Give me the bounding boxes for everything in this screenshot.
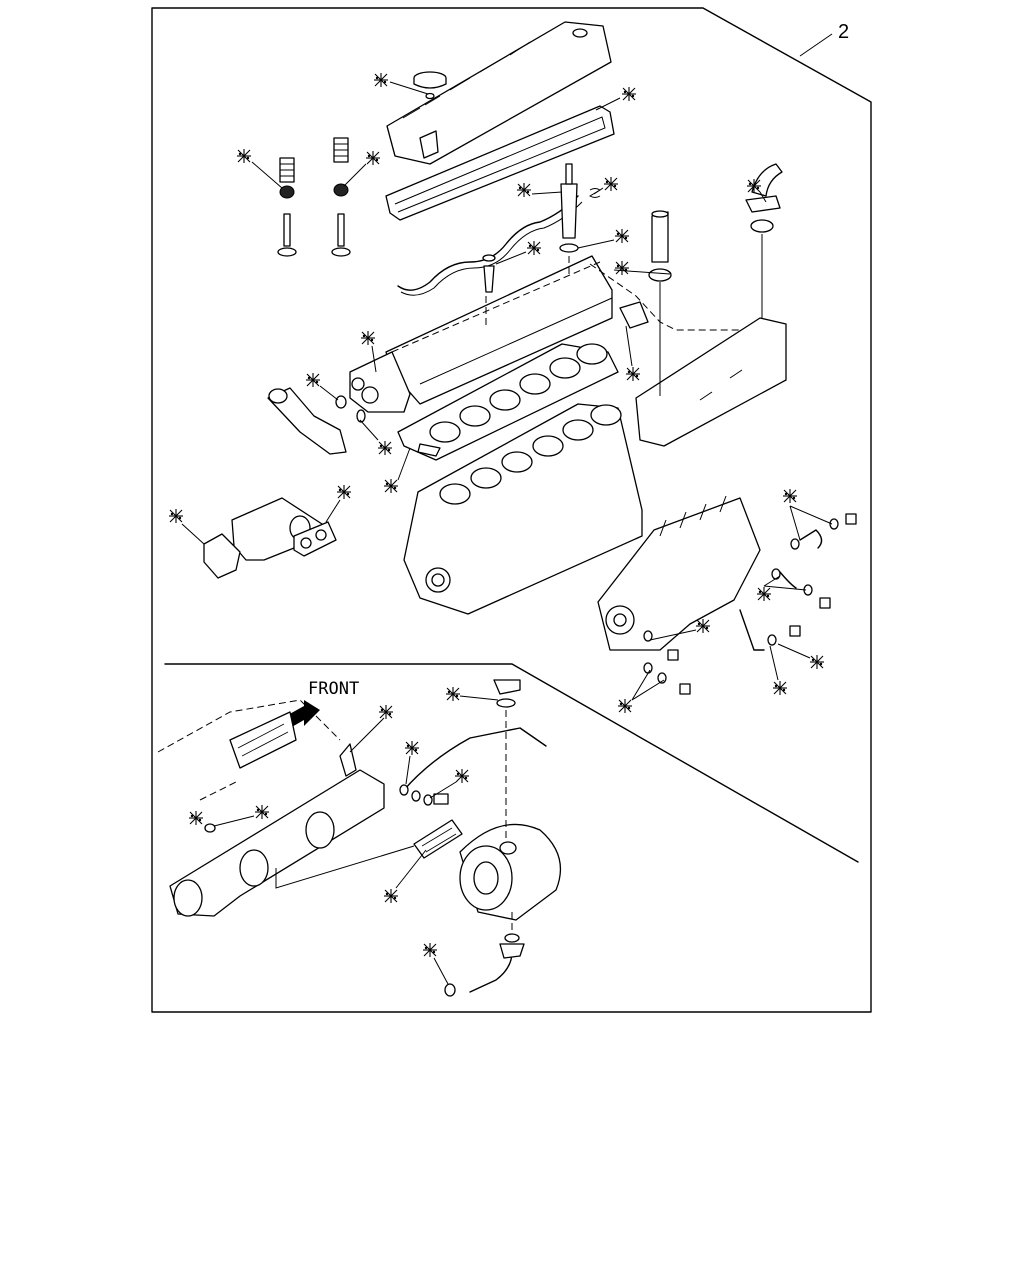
valve-seal-right: [331, 137, 351, 257]
rocker-cover-gasket: [385, 105, 615, 221]
inset-divider: [164, 663, 859, 863]
rocker-cover: [386, 21, 612, 165]
injector-small: [482, 254, 496, 293]
oil-feed-washer-2: [411, 790, 421, 802]
exhaust-manifold: [169, 769, 385, 917]
breather-hose: [745, 163, 783, 213]
fuel-pipe-mid: [771, 568, 831, 609]
water-pump-gasket: [203, 533, 241, 579]
marker-leaders: [181, 81, 833, 985]
front-label: FRONT: [308, 679, 359, 699]
oil-return-pipe: [469, 912, 525, 993]
oil-feed-bolt: [433, 793, 449, 805]
turbo-gasket: [413, 819, 463, 859]
manifold-gasket: [619, 301, 649, 329]
breather-gasket: [750, 219, 774, 233]
fuel-injector: [559, 163, 579, 253]
water-inlet-gasket: [293, 521, 337, 557]
fuel-pipe-upper: [790, 513, 857, 550]
intake-manifold: [635, 317, 787, 447]
oil-return-oring: [444, 983, 456, 997]
oil-feed-washer: [399, 784, 409, 796]
front-arrow: [286, 700, 320, 728]
cylinder-block: [403, 403, 643, 615]
oil-filler-cap: [413, 71, 447, 100]
pump-bolts: [643, 630, 691, 695]
oil-feed-pipe: [403, 679, 547, 842]
valve-seal-left: [277, 157, 297, 257]
diagram-frame: [151, 7, 872, 1013]
turbocharger: [459, 823, 562, 921]
exhaust-flange-gasket: [229, 711, 297, 769]
injection-pump: [597, 495, 761, 651]
intake-pipe: [651, 210, 669, 263]
fuel-pipe-lower: [739, 609, 801, 651]
cylinder-head-gasket: [397, 343, 619, 461]
thermostat-gasket: [335, 395, 347, 409]
item-number-leader: [799, 33, 833, 57]
water-outlet-pipe: [267, 387, 347, 455]
water-outlet-oring: [356, 409, 366, 423]
item-number: 2: [838, 21, 849, 43]
oil-feed-washer-3: [423, 794, 433, 806]
intake-pipe-gasket: [648, 268, 672, 282]
thermostat-housing: [349, 351, 411, 413]
plug-washer: [204, 823, 216, 833]
heat-shield-plate: [339, 743, 357, 777]
